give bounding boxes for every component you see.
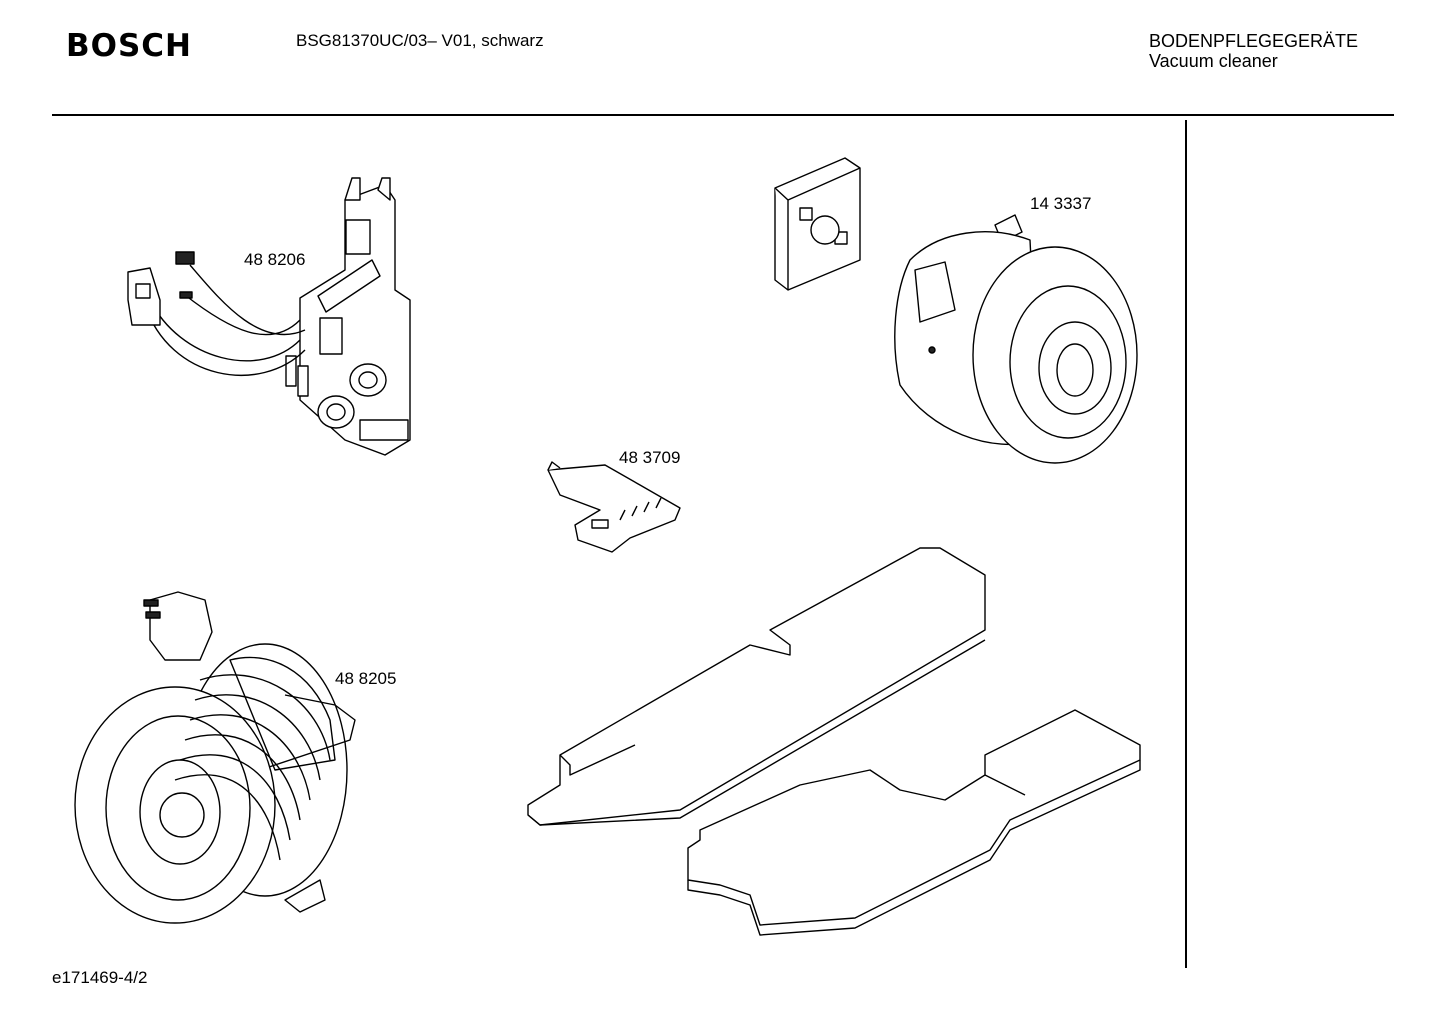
insert-plate-large-illustration[interactable] (527, 547, 986, 826)
part-label-cord-reel[interactable]: 48 8205 (335, 669, 397, 688)
model-number: BSG81370UC/03– V01, schwarz (296, 31, 544, 50)
clip-illustration[interactable] (547, 461, 681, 553)
brand-logo: BOSCH (66, 28, 193, 64)
motor-mount-illustration[interactable] (774, 157, 861, 291)
header-divider (52, 114, 1394, 116)
pcb-assembly-illustration[interactable] (127, 177, 411, 456)
part-label-pcb[interactable]: 48 8206 (244, 250, 306, 269)
motor-illustration[interactable] (894, 214, 1138, 464)
cord-reel-illustration[interactable] (74, 591, 356, 924)
insert-plate-small-illustration[interactable] (687, 709, 1141, 936)
category-german: BODENPFLEGEGERÄTE (1149, 31, 1359, 51)
side-divider (1185, 120, 1187, 968)
drawing-id: e171469-4/2 (52, 968, 148, 987)
category-english: Vacuum cleaner (1149, 51, 1278, 71)
part-label-motor[interactable]: 14 3337 (1030, 194, 1092, 213)
part-label-clip[interactable]: 48 3709 (619, 448, 681, 467)
